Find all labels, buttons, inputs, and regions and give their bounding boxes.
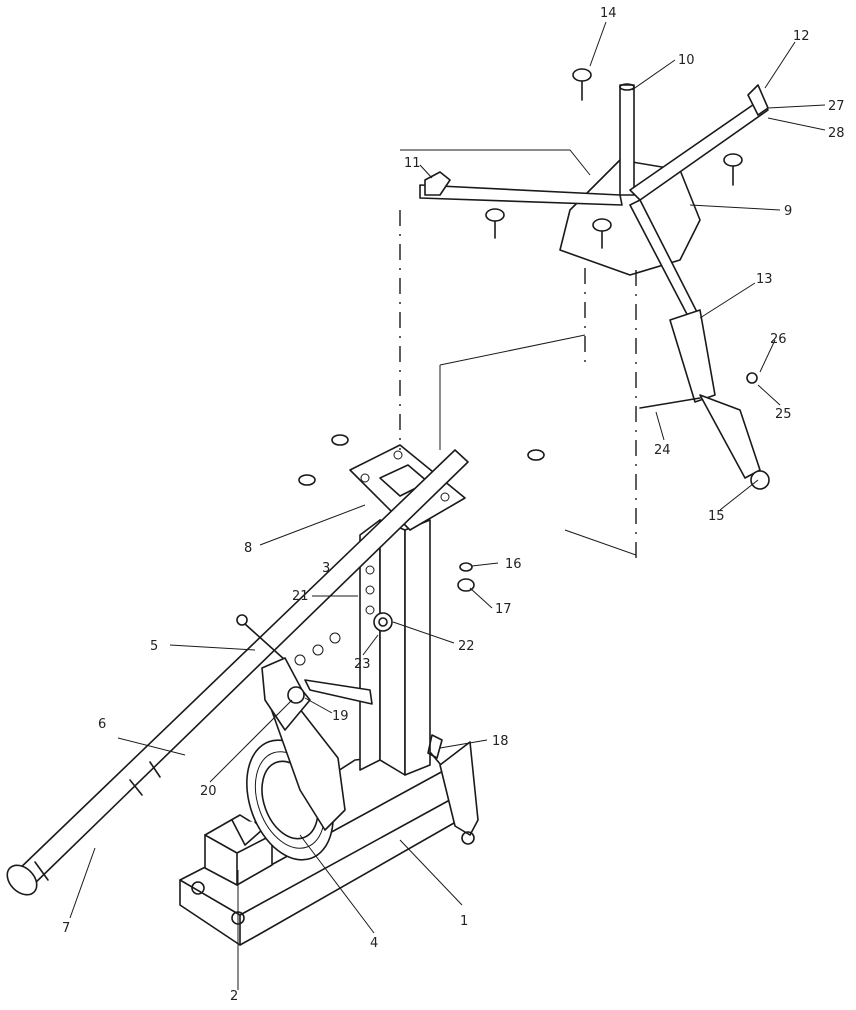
callout-5: 5 [150,639,158,654]
alignment-lines [399,149,637,560]
callout-8: 8 [244,541,252,556]
callout-10: 10 [678,53,695,68]
callout-6: 6 [98,717,106,732]
callout-23: 23 [354,657,371,672]
callout-14: 14 [600,6,617,21]
callout-11: 11 [404,156,421,171]
callout-18: 18 [492,734,509,749]
pin-and-link [236,614,443,759]
callout-28: 28 [828,126,845,141]
callout-2: 2 [230,989,238,1004]
mounting-plate [349,444,466,531]
callout-27: 27 [828,99,845,114]
callout-12: 12 [793,29,810,44]
handle-lever [6,449,469,896]
callout-25: 25 [775,407,792,422]
callout-16: 16 [505,557,522,572]
callout-24: 24 [654,443,671,458]
callout-20: 20 [200,784,217,799]
callout-22: 22 [458,639,475,654]
callout-1: 1 [460,914,468,929]
upper-star-frame [419,83,770,490]
leader-lines [69,21,826,990]
callout-15: 15 [708,509,725,524]
upright-column [359,519,431,776]
callout-21: 21 [292,589,309,604]
callout-9: 9 [784,204,792,219]
callout-19: 19 [332,709,349,724]
callout-26: 26 [770,332,787,347]
callout-labels: 1 2 3 4 5 6 7 8 9 10 11 12 13 14 15 16 1… [62,6,845,1004]
callout-7: 7 [62,921,70,936]
callout-3: 3 [322,561,330,576]
callout-17: 17 [495,602,512,617]
callout-13: 13 [756,272,773,287]
callout-4: 4 [370,936,378,951]
